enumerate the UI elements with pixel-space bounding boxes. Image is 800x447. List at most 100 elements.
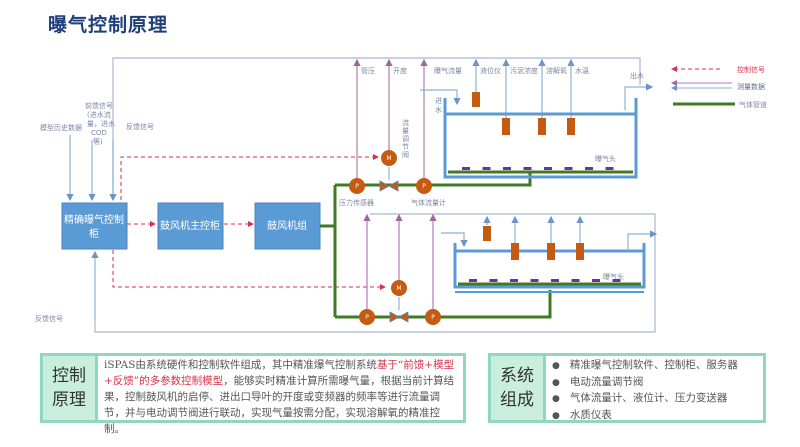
svg-text:等): 等) xyxy=(93,137,103,146)
outflow-arrow-bottom xyxy=(627,230,658,249)
composition-item: 精准曝气控制软件、控制柜、服务器 xyxy=(552,358,738,375)
principle-text-highlight: 基于“前馈+模型+反馈”的多参数控制模型 xyxy=(104,359,455,387)
diffuser-label-top: 曝气头 xyxy=(595,154,616,163)
temp-sensor[interactable] xyxy=(567,118,575,135)
composition-item: 电动流量调节阀 xyxy=(552,375,738,392)
inflow-label-top: 进 xyxy=(435,97,442,105)
svg-text:(进水流: (进水流 xyxy=(87,110,111,119)
composition-item: 气体流量计、液位计、压力变送器 xyxy=(552,391,738,408)
motor-bottom[interactable] xyxy=(391,280,407,296)
control-line-to-top-valve xyxy=(120,154,379,200)
precise-aeration-controller[interactable] xyxy=(61,202,128,250)
do-sensor[interactable] xyxy=(538,118,546,135)
p-symbol-1: P xyxy=(355,183,359,190)
motor-top[interactable] xyxy=(381,150,397,166)
p-symbol-2: P xyxy=(422,183,426,190)
model-history-label: 模型历史数据 xyxy=(40,123,82,132)
measure-temp: 水温 xyxy=(575,66,589,75)
composition-heading-line1: 系统 xyxy=(500,366,534,386)
measure-pipe-pressure: 管压 xyxy=(361,66,375,75)
composition-heading: 系统 组成 xyxy=(491,356,546,420)
diffuser-head xyxy=(612,279,621,282)
outflow-arrow xyxy=(624,83,654,110)
principle-heading-line2: 原理 xyxy=(52,390,86,410)
inflow-arrow-top xyxy=(420,89,461,106)
measure-opening: 开度 xyxy=(393,66,407,75)
p-symbol-4: P xyxy=(431,314,435,321)
principle-heading-line1: 控制 xyxy=(52,366,86,386)
gas-flowmeter-bottom[interactable] xyxy=(425,309,441,325)
sludge-sensor-bottom[interactable] xyxy=(511,243,519,260)
svg-text:量，进水: 量，进水 xyxy=(87,119,115,128)
page-title: 曝气控制原理 xyxy=(48,14,169,36)
top-feedback-frame xyxy=(112,57,641,200)
pressure-sensor-bottom[interactable] xyxy=(359,309,375,325)
diffuser-head xyxy=(462,167,470,170)
diffuser-label-bottom: 曝气头 xyxy=(603,272,624,281)
flow-valve-label: 流 量 调 节 阀 xyxy=(402,118,409,159)
diffuser-head xyxy=(482,167,491,170)
diffuser-head xyxy=(530,279,539,282)
principle-panel: 控制 原理 iSPAS由系统硬件和控制软件组成，其中精准爆气控制系统基于“前馈+… xyxy=(40,353,466,435)
svg-text:COD: COD xyxy=(91,129,107,137)
level-meter[interactable] xyxy=(472,92,480,107)
diffuser-head xyxy=(469,279,477,282)
motor-symbol-top: M xyxy=(386,155,391,162)
top-tank xyxy=(443,98,638,179)
measure-do: 溶解氧 xyxy=(546,66,567,75)
diffuser-head xyxy=(503,167,511,170)
legend-gas-label: 气体管道 xyxy=(739,100,767,109)
diffuser-head xyxy=(544,167,552,170)
diffuser-head xyxy=(571,279,580,282)
diffuser-head xyxy=(551,279,559,282)
svg-text:调: 调 xyxy=(402,134,409,143)
blower-group-label: 鼓风机组 xyxy=(267,219,307,232)
svg-text:量: 量 xyxy=(402,127,409,135)
flow-valve-bottom[interactable] xyxy=(389,311,409,323)
composition-list: 精准曝气控制软件、控制柜、服务器 电动流量调节阀 气体流量计、液位计、压力变送器… xyxy=(546,356,738,421)
top-measurement-lines xyxy=(353,58,575,180)
pressure-sensor-top[interactable] xyxy=(349,178,365,194)
measure-aeration-flow: 曝气流量 xyxy=(434,66,462,75)
diffuser-head xyxy=(585,167,593,170)
diffuser-head xyxy=(523,167,532,170)
bottom-measurement-lines xyxy=(363,213,584,310)
measure-sludge: 污泥浓度 xyxy=(510,66,538,75)
gas-flowmeter-top[interactable] xyxy=(416,178,432,194)
do-sensor-bottom[interactable] xyxy=(547,243,555,260)
principle-text-prefix: iSPAS由系统硬件和控制软件组成，其中精准爆气控制系统 xyxy=(104,359,377,371)
diffuser-head xyxy=(564,167,573,170)
level-meter-bottom[interactable] xyxy=(483,226,491,241)
blower-group[interactable] xyxy=(254,202,321,250)
controller-label: 精确曝气控制 xyxy=(64,213,124,226)
composition-panel: 系统 组成 精准曝气控制软件、控制柜、服务器 电动流量调节阀 气体流量计、液位计… xyxy=(488,353,766,423)
flow-valve-top[interactable] xyxy=(379,180,399,192)
svg-text:阀: 阀 xyxy=(402,150,409,159)
legend-measure-label: 测量数据 xyxy=(737,82,765,91)
motor-symbol-bottom: M xyxy=(396,285,401,292)
measure-level: 液位仪 xyxy=(480,66,501,75)
feedback-label-top: 反馈信号 xyxy=(126,122,154,131)
principle-text-suffix: ，能够实时精准计算所需曝气量，根据当前计算结果，控制鼓风机的启停、进出口导叶的开… xyxy=(104,375,455,435)
diffuser-head xyxy=(605,167,614,170)
diffuser-head xyxy=(489,279,498,282)
p-symbol-3: P xyxy=(365,314,369,321)
controller-label-2: 柜 xyxy=(89,227,99,240)
diffusers-top xyxy=(462,167,614,170)
legend: 控制信号 测量数据 气体管道 xyxy=(671,65,767,109)
outflow-label: 出水 xyxy=(630,71,644,80)
gas-flowmeter-label: 气体流量计 xyxy=(411,198,446,207)
aeration-diagram: 模型历史数据 前馈信号 (进水流 量，进水 COD 等) 反馈信号 反馈信号 精… xyxy=(35,57,767,333)
pressure-sensor-label: 压力传感器 xyxy=(339,198,374,207)
sludge-sensor[interactable] xyxy=(502,118,510,135)
temp-sensor-bottom[interactable] xyxy=(576,243,584,260)
diffuser-head xyxy=(592,279,600,282)
feedback-label-bottom: 反馈信号 xyxy=(35,314,63,323)
blower-master-cabinet[interactable] xyxy=(157,202,224,250)
control-line-to-bottom-valve xyxy=(112,250,386,290)
svg-text:前馈信号: 前馈信号 xyxy=(85,101,113,110)
inflow-arrow-bottom xyxy=(441,232,468,248)
bottom-feedback-frame xyxy=(94,213,656,333)
feedforward-label: 前馈信号 (进水流 量，进水 COD 等) xyxy=(85,101,115,146)
diffuser-head xyxy=(510,279,518,282)
